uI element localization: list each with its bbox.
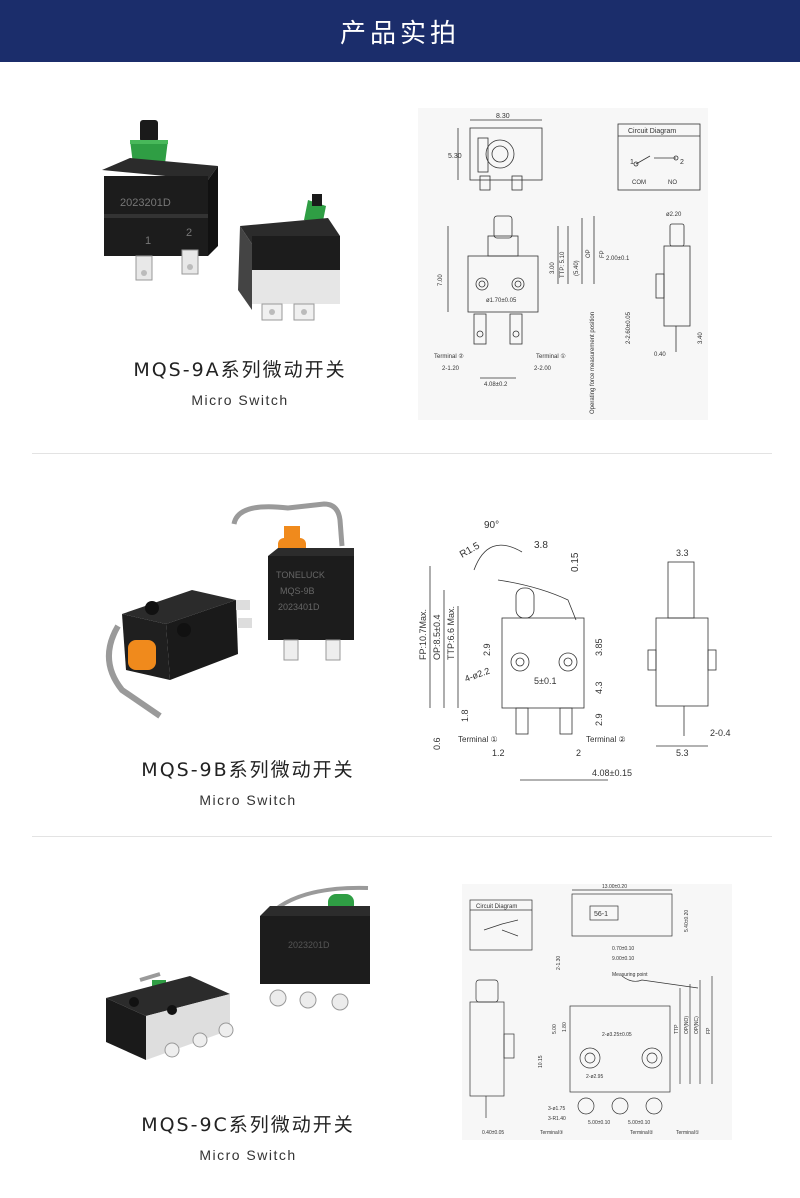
svg-text:0.40: 0.40: [654, 352, 666, 358]
svg-text:1: 1: [630, 159, 634, 166]
svg-text:OP:8.5±0.4: OP:8.5±0.4: [432, 615, 442, 660]
svg-text:1.2: 1.2: [492, 748, 505, 758]
svg-text:8.30: 8.30: [496, 113, 510, 120]
product-caption-mqs-9a: MQS-9A系列微动开关 Micro Switch: [70, 355, 410, 408]
svg-text:3.3: 3.3: [676, 548, 689, 558]
svg-text:5.00±0.10: 5.00±0.10: [588, 1120, 610, 1126]
svg-text:7.00: 7.00: [438, 274, 444, 286]
svg-text:2023401D: 2023401D: [278, 602, 320, 612]
svg-text:5.00±0.10: 5.00±0.10: [628, 1120, 650, 1126]
svg-text:2-2.60±0.05: 2-2.60±0.05: [626, 311, 632, 344]
svg-text:Terminal①: Terminal①: [676, 1130, 700, 1136]
svg-text:Operating force measurement po: Operating force measurement position: [590, 312, 596, 414]
svg-text:5.3: 5.3: [676, 748, 689, 758]
technical-drawing-mqs-9c: Circuit Diagram 56-1 13.00±0.20 5.40±0.2…: [462, 884, 732, 1140]
svg-text:2023201D: 2023201D: [288, 940, 330, 950]
product-photo-mqs-9c: 2023201D: [100, 880, 380, 1080]
svg-text:2.9: 2.9: [482, 643, 492, 656]
svg-text:3-ø1.75: 3-ø1.75: [548, 1106, 565, 1112]
svg-text:3.8: 3.8: [534, 540, 548, 551]
section-divider: [32, 836, 772, 837]
svg-text:2: 2: [680, 159, 684, 166]
svg-text:1.80: 1.80: [562, 1022, 568, 1032]
svg-text:FP: FP: [600, 250, 606, 258]
svg-text:Terminal②: Terminal②: [630, 1130, 654, 1136]
svg-text:3.40: 3.40: [698, 332, 704, 344]
svg-text:2-ø3.25±0.05: 2-ø3.25±0.05: [602, 1032, 632, 1038]
svg-text:Circuit Diagram: Circuit Diagram: [476, 904, 517, 910]
svg-text:1: 1: [145, 235, 151, 247]
product-photo-mqs-9b: TONELUCK MQS-9B 2023401D: [88, 490, 378, 740]
svg-text:5.30: 5.30: [448, 153, 462, 160]
svg-text:3.85: 3.85: [594, 638, 604, 656]
svg-text:90°: 90°: [484, 520, 499, 531]
svg-text:OP(NO): OP(NO): [684, 1016, 690, 1034]
svg-text:2-0.4: 2-0.4: [710, 728, 731, 738]
product-subtitle: Micro Switch: [199, 792, 297, 808]
page-header: 产品实拍: [0, 0, 800, 62]
svg-text:0.15: 0.15: [570, 552, 581, 572]
svg-text:TTP:6.6 Max.: TTP:6.6 Max.: [446, 606, 456, 660]
svg-text:NO: NO: [668, 180, 677, 186]
svg-text:1.8: 1.8: [460, 709, 470, 722]
svg-text:0.40±0.05: 0.40±0.05: [482, 1130, 504, 1136]
product-title: MQS-9B系列微动开关: [141, 759, 355, 781]
svg-text:2-1.20: 2-1.20: [442, 366, 460, 372]
page-title: 产品实拍: [339, 18, 460, 49]
svg-text:0.70±0.10: 0.70±0.10: [612, 946, 634, 952]
svg-text:2.9: 2.9: [594, 713, 604, 726]
product-subtitle: Micro Switch: [191, 392, 289, 408]
svg-text:3-R1.40: 3-R1.40: [548, 1116, 566, 1122]
svg-text:0.6: 0.6: [432, 737, 442, 750]
product-title: MQS-9A系列微动开关: [133, 359, 347, 381]
svg-text:5.40±0.20: 5.40±0.20: [684, 910, 690, 932]
svg-text:FP: FP: [706, 1027, 712, 1034]
product-title: MQS-9C系列微动开关: [141, 1114, 355, 1136]
svg-text:2: 2: [576, 748, 581, 758]
product-subtitle: Micro Switch: [199, 1147, 297, 1163]
svg-text:4-ø2.2: 4-ø2.2: [463, 666, 491, 684]
svg-text:56-1: 56-1: [594, 911, 608, 918]
svg-text:2.00±0.1: 2.00±0.1: [606, 256, 630, 262]
svg-text:TTP: 5.10: TTP: 5.10: [560, 251, 566, 278]
section-divider: [32, 453, 772, 454]
svg-text:TTP: TTP: [674, 1024, 680, 1034]
svg-text:COM: COM: [632, 180, 646, 186]
svg-text:2-ø2.95: 2-ø2.95: [586, 1074, 603, 1080]
svg-text:OP: OP: [586, 249, 592, 258]
technical-drawing-mqs-9b: 90° R1.5 3.8 0.15 FP:10.7Max. OP:8.5±0.4…: [418, 510, 748, 800]
product-caption-mqs-9c: MQS-9C系列微动开关 Micro Switch: [78, 1110, 418, 1163]
svg-text:2-1.30: 2-1.30: [556, 956, 562, 970]
svg-text:OP(NC): OP(NC): [694, 1016, 700, 1034]
svg-text:R1.5: R1.5: [458, 540, 482, 560]
svg-text:5.00: 5.00: [552, 1024, 558, 1034]
svg-text:Terminal③: Terminal③: [540, 1130, 564, 1136]
svg-text:ø2.20: ø2.20: [666, 212, 682, 218]
svg-text:4.3: 4.3: [594, 681, 604, 694]
svg-text:Terminal ②: Terminal ②: [586, 735, 626, 744]
svg-text:5±0.1: 5±0.1: [534, 676, 556, 686]
svg-text:4.08±0.2: 4.08±0.2: [484, 382, 508, 388]
svg-text:9.00±0.10: 9.00±0.10: [612, 956, 634, 962]
svg-text:13.00±0.20: 13.00±0.20: [602, 884, 627, 890]
product-photo-mqs-9a: 2023201D 1 2: [90, 110, 350, 340]
svg-text:2: 2: [186, 227, 192, 239]
svg-text:4.08±0.15: 4.08±0.15: [592, 768, 632, 778]
svg-text:Circuit Diagram: Circuit Diagram: [628, 128, 676, 135]
svg-text:ø1.70±0.05: ø1.70±0.05: [486, 298, 517, 304]
svg-text:(5.40): (5.40): [574, 260, 580, 276]
svg-text:2023201D: 2023201D: [120, 197, 171, 209]
product-caption-mqs-9b: MQS-9B系列微动开关 Micro Switch: [78, 755, 418, 808]
svg-text:TONELUCK: TONELUCK: [276, 570, 325, 580]
svg-text:3.00: 3.00: [550, 262, 556, 274]
svg-text:10.15: 10.15: [538, 1055, 544, 1068]
svg-text:FP:10.7Max.: FP:10.7Max.: [418, 609, 428, 660]
svg-text:2-2.00: 2-2.00: [534, 366, 552, 372]
technical-drawing-mqs-9a: 8.30 5.30 Circuit Diagram 1 2 COM NO 7.0…: [418, 108, 708, 420]
svg-text:Terminal ②: Terminal ②: [434, 353, 464, 360]
svg-text:Measuring point: Measuring point: [612, 972, 648, 978]
svg-text:MQS-9B: MQS-9B: [280, 586, 315, 596]
svg-text:Terminal ①: Terminal ①: [458, 735, 498, 744]
svg-text:Terminal ①: Terminal ①: [536, 353, 566, 360]
